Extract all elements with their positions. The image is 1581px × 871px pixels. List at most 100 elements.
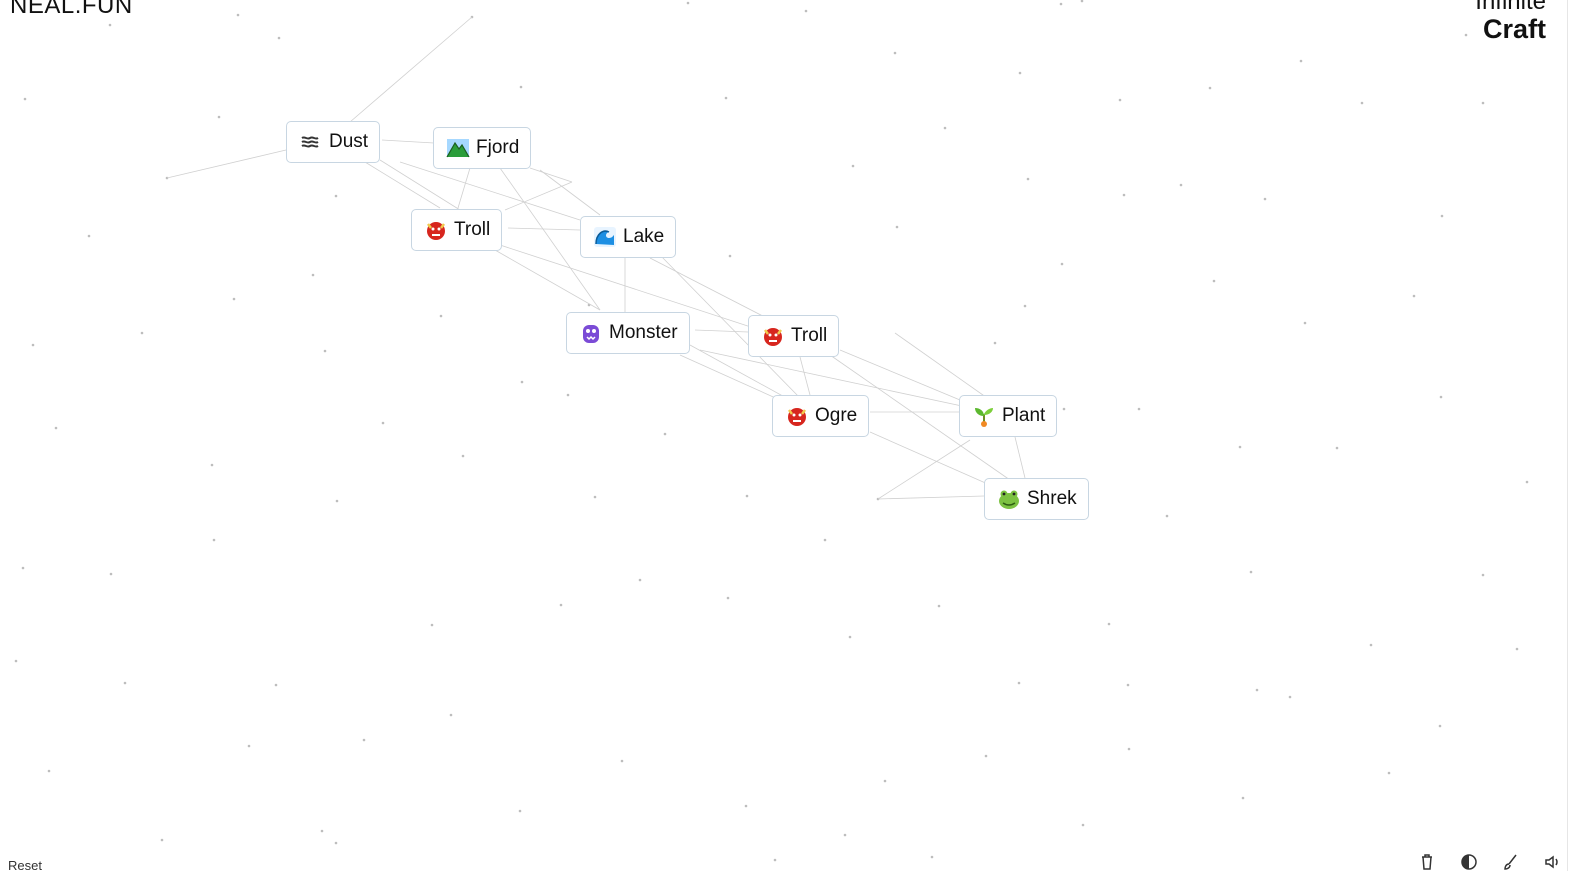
star-dot (773, 858, 777, 862)
connection-line (869, 431, 991, 486)
delete-icon[interactable] (1417, 852, 1437, 871)
star-dot (1179, 183, 1183, 187)
star-dot (1023, 304, 1027, 308)
star-dot (848, 635, 852, 639)
star-dot (566, 393, 570, 397)
sidebar-divider (1567, 0, 1568, 871)
star-dot (984, 754, 988, 758)
connection-line (829, 354, 1011, 481)
element-tile-lake[interactable]: Lake (580, 216, 677, 258)
element-label: Lake (623, 226, 665, 247)
star-dot (1369, 643, 1373, 647)
star-dot (559, 603, 563, 607)
logo-line-2: Craft (1482, 14, 1546, 44)
star-dot (1288, 695, 1292, 699)
star-dot (381, 421, 385, 425)
star-dot (1026, 177, 1030, 181)
star-dot (1439, 395, 1443, 399)
star-dot (1481, 101, 1485, 105)
water-wave-icon (593, 225, 617, 249)
ogre-icon (424, 218, 448, 242)
star-dot (1017, 681, 1021, 685)
star-dot (937, 604, 941, 608)
star-dot (744, 804, 748, 808)
star-dot (1464, 33, 1468, 37)
element-tile-dust[interactable]: Dust (286, 121, 381, 163)
star-dot (1360, 101, 1364, 105)
connection-line (689, 344, 791, 401)
connection-line (894, 332, 991, 401)
star-dot (520, 380, 524, 384)
star-dot (893, 51, 897, 55)
star-dot (1107, 622, 1111, 626)
connection-line (381, 139, 435, 144)
star-dot (1062, 407, 1066, 411)
element-tile-troll[interactable]: Troll (748, 315, 840, 357)
dash-wind-icon (299, 130, 323, 154)
ogre-icon (785, 404, 809, 428)
star-dot (1018, 71, 1022, 75)
element-tile-fjord[interactable]: Fjord (433, 127, 532, 169)
star-dot (686, 1, 690, 5)
star-dot (47, 769, 51, 773)
connection-line (539, 169, 601, 216)
element-tile-plant[interactable]: Plant (959, 395, 1058, 437)
star-dot (930, 855, 934, 859)
star-dot (334, 194, 338, 198)
theme-toggle-icon[interactable] (1459, 852, 1479, 871)
connection-line (877, 439, 971, 500)
star-dot (320, 829, 324, 833)
mountain-icon (446, 136, 470, 160)
star-dot (1438, 724, 1442, 728)
connection-line (504, 181, 573, 211)
frog-icon (997, 487, 1021, 511)
logo-line-1: Infinite (1475, 0, 1546, 15)
element-label: Fjord (476, 137, 520, 158)
element-tile-monster[interactable]: Monster (566, 312, 690, 354)
star-dot (334, 841, 338, 845)
star-dot (1299, 59, 1303, 63)
star-dot (843, 833, 847, 837)
element-tile-troll[interactable]: Troll (411, 209, 503, 251)
star-dot (638, 578, 642, 582)
element-label: Troll (791, 325, 828, 346)
star-dot (518, 809, 522, 813)
connection-line (494, 249, 601, 311)
star-dot (745, 494, 749, 498)
star-dot (274, 683, 278, 687)
neal-fun-logo[interactable]: NEAL.FUN (10, 0, 133, 19)
star-dot (87, 234, 91, 238)
star-dot (728, 254, 732, 258)
connection-line (457, 167, 471, 209)
star-dot (14, 659, 18, 663)
star-dot (883, 779, 887, 783)
element-tile-shrek[interactable]: Shrek (984, 478, 1089, 520)
infinite-craft-logo: Infinite Craft (1475, 0, 1546, 43)
element-label: Ogre (815, 405, 858, 426)
star-dot (140, 331, 144, 335)
star-dot (1080, 0, 1084, 3)
star-dot (1263, 197, 1267, 201)
star-dot (449, 713, 453, 717)
star-dot (1238, 445, 1242, 449)
star-dot (895, 225, 899, 229)
reset-button[interactable]: Reset (8, 858, 42, 871)
connection-line (1014, 436, 1026, 479)
star-dot (724, 96, 728, 100)
star-dot (620, 759, 624, 763)
star-dot (430, 623, 434, 627)
star-dot (217, 115, 221, 119)
sound-icon[interactable] (1543, 852, 1563, 871)
star-dot (1303, 321, 1307, 325)
star-dot (1241, 796, 1245, 800)
element-label: Troll (454, 219, 491, 240)
star-dot (1122, 193, 1126, 197)
brush-icon[interactable] (1501, 852, 1521, 871)
star-dot (247, 744, 251, 748)
element-tile-ogre[interactable]: Ogre (772, 395, 870, 437)
connection-line (364, 161, 441, 209)
ogre-icon (761, 324, 785, 348)
star-dot (1059, 2, 1063, 6)
